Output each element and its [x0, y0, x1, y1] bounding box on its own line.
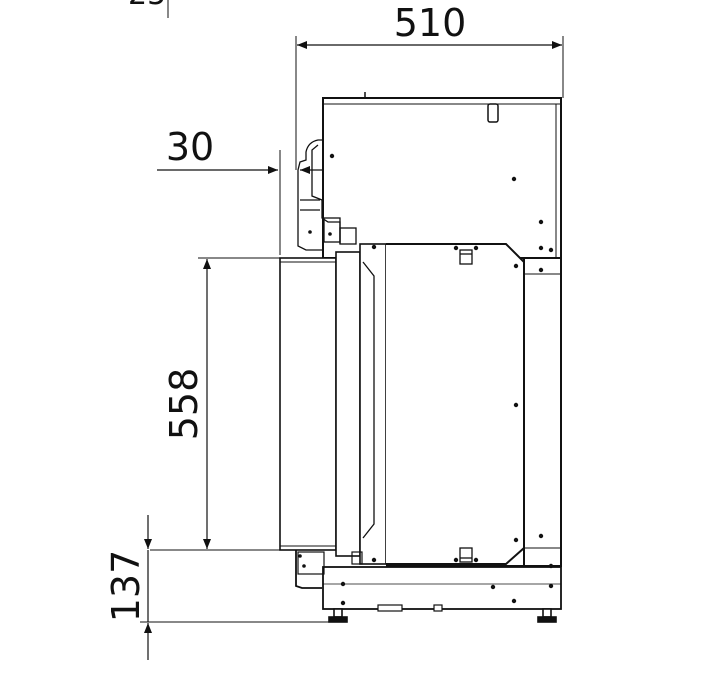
dimension-label-558: 558	[162, 368, 206, 441]
dimension-137: 137	[104, 515, 330, 660]
handle-slot	[487, 103, 499, 123]
main-body	[386, 243, 562, 567]
front-door-panel	[279, 243, 387, 565]
rivet-dots	[298, 153, 554, 606]
dimension-label-510: 510	[394, 1, 467, 45]
upper-cabinet	[322, 92, 562, 259]
dimension-558: 558	[150, 257, 280, 551]
cropped-dimension-label: 25	[128, 0, 169, 18]
dimension-label-137: 137	[104, 550, 148, 623]
foot-front	[328, 608, 348, 623]
latch-blocks	[459, 249, 473, 563]
dimension-30: 30	[157, 125, 330, 255]
hinge-bracket	[297, 139, 357, 251]
foot-rear	[537, 608, 557, 623]
dimension-510: 510	[295, 1, 564, 170]
dimension-label-30: 30	[166, 125, 214, 169]
cropped-dimension-text: 25	[128, 0, 166, 12]
adjustable-feet	[328, 604, 557, 623]
